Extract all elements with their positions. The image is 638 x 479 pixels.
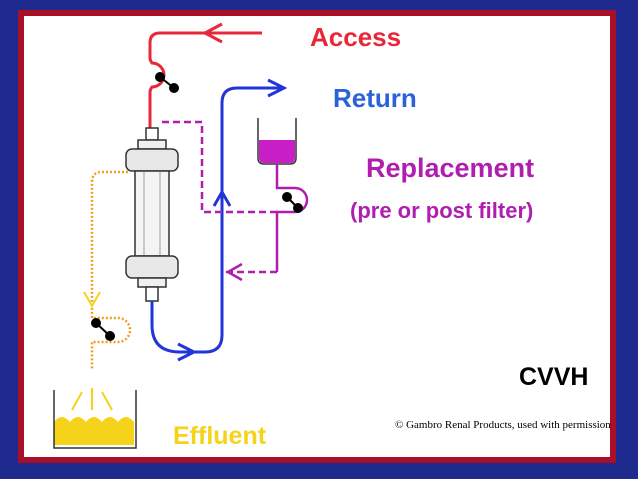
replacement-pump-icon (282, 192, 303, 213)
return-label: Return (333, 83, 417, 113)
access-line (148, 22, 262, 128)
effluent-container-icon (53, 388, 137, 449)
effluent-pump-icon (91, 318, 115, 341)
access-pump-icon (155, 72, 179, 93)
effluent-arrow-icon (83, 291, 101, 309)
cvvh-label: CVVH (519, 363, 589, 391)
effluent-label: Effluent (173, 422, 267, 450)
filter-cartridge-icon (125, 127, 179, 302)
diagram-frame (18, 10, 616, 463)
return-line (150, 78, 288, 362)
replacement-bag-icon (257, 118, 297, 165)
access-label: Access (310, 22, 402, 52)
effluent-line (90, 170, 132, 370)
copyright-notice: © Gambro Renal Products, used with permi… (395, 419, 611, 431)
replacement-label: Replacement (366, 153, 535, 183)
replacement-sublabel: (pre or post filter) (350, 198, 534, 223)
